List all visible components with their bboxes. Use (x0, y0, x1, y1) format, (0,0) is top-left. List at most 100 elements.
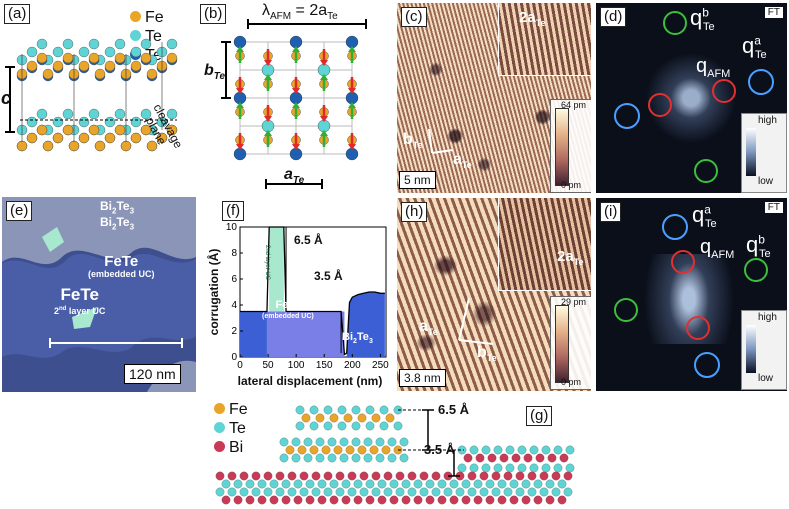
atom-g-11-4 (263, 487, 273, 497)
red-ring-i2 (686, 316, 710, 340)
atom-g-9-29 (563, 471, 573, 481)
atom-g-12-27 (545, 495, 555, 505)
atom-g-1-6 (385, 413, 395, 423)
atom-g-12-16 (413, 495, 423, 505)
atom-g-2-5 (365, 421, 375, 431)
panel-b-label: (b) (200, 4, 227, 24)
red-ring-d1 (648, 93, 672, 117)
atom-g-6-7 (541, 445, 551, 455)
ft-colorbar-d: high low (741, 113, 787, 193)
xtick-label-3: 150 (316, 360, 333, 371)
red-ring-d2 (712, 79, 736, 103)
atom-g-11-11 (347, 487, 357, 497)
atom-g-12-25 (521, 495, 531, 505)
atom-g-9-13 (371, 471, 381, 481)
atom-a-5-0-0 (16, 140, 28, 152)
crystal-structure-3d (5, 38, 178, 152)
b-axis-h: bTe (477, 344, 497, 364)
xtick-label-5: 250 (372, 360, 389, 371)
crystal-atoms (16, 38, 178, 152)
atom-g-8-3 (493, 463, 503, 473)
legend-g-bi: Bi (214, 438, 248, 457)
atom-g-6-5 (517, 445, 527, 455)
atom-g-10-16 (413, 479, 423, 489)
panel-g-label: (g) (526, 406, 553, 426)
atom-g-9-6 (287, 471, 297, 481)
legend-g-te: Te (214, 419, 248, 438)
inset-h (498, 198, 591, 291)
panel-d-label: (d) (600, 7, 627, 27)
q-afm-label-d: qAFM (696, 55, 731, 80)
panel-e-topography: (e) Bi2Te3 Bi2Te3 FeTe (embedded UC) FeT… (2, 197, 196, 392)
atom-g-6-0 (457, 445, 467, 455)
xtick-label-2: 100 (288, 360, 305, 371)
fill-fete-2nd (269, 227, 284, 312)
ylabel-f: corrugation (Å) (207, 248, 221, 336)
spin-head-0-0 (236, 46, 244, 52)
atom-g-11-28 (551, 487, 561, 497)
fill-bite-left (240, 311, 267, 357)
spin-head-2-4 (348, 102, 356, 108)
atom-a-2-2-1 (62, 52, 74, 64)
atom-g-8-2 (481, 463, 491, 473)
lattice-grid (233, 35, 359, 161)
spin-head-2-1 (264, 116, 272, 122)
atom-g-12-19 (449, 495, 459, 505)
atom-a-3-1-2 (78, 116, 90, 128)
atom-g-9-17 (419, 471, 429, 481)
atom-g-5-1 (291, 453, 301, 463)
atom-a-3-2-4 (140, 108, 152, 120)
b-axis-label: bTe (204, 62, 226, 83)
atom-g-6-3 (493, 445, 503, 455)
panel-c-stm: (c) 2aTe 64 pm 0 pm bTe aTe 5 nm (397, 3, 591, 193)
green-ring-d1 (663, 11, 687, 35)
atom-a-0-2-4 (140, 38, 152, 50)
atom-g-11-16 (407, 487, 417, 497)
atom-a-3-2-0 (36, 108, 48, 120)
atom-g-9-24 (503, 471, 513, 481)
atom-g-3-0 (279, 437, 289, 447)
atom-a-5-0-4 (120, 140, 132, 152)
step1-label-g: 6.5 Å (438, 402, 470, 417)
atom-g-4-0 (285, 445, 295, 455)
atom-g-3-10 (399, 437, 409, 447)
atom-g-4-6 (357, 445, 367, 455)
lambda-afm-label: λAFM = 2aTe (262, 2, 338, 23)
atom-a-2-2-4 (140, 52, 152, 64)
axes-arrows-c (428, 128, 454, 154)
atom-a-0-2-2 (88, 38, 100, 50)
atom-g-8-8 (553, 463, 563, 473)
atom-a-5-0-1 (42, 140, 54, 152)
atom-a-2-1-1 (52, 60, 64, 72)
atom-g-5-0 (279, 453, 289, 463)
atom-g-12-13 (377, 495, 387, 505)
xlabel-f: lateral displacement (nm) (237, 374, 383, 388)
atom-g-12-0 (221, 495, 231, 505)
atom-a-2-1-2 (78, 60, 90, 72)
atom-g-12-1 (233, 495, 243, 505)
a-axis-label: aTe (284, 166, 305, 187)
atom-g-9-21 (467, 471, 477, 481)
atom-g-5-3 (315, 453, 325, 463)
atom-g-8-7 (541, 463, 551, 473)
atom-a-3-1-3 (104, 116, 116, 128)
c-axis-label: c (1, 88, 12, 108)
atom-g-12-20 (461, 495, 471, 505)
atom-g-12-15 (401, 495, 411, 505)
atom-g-12-18 (437, 495, 447, 505)
atom-g-9-10 (335, 471, 345, 481)
atom-g-12-24 (509, 495, 519, 505)
atom-g-3-1 (291, 437, 301, 447)
atom-g-7-7 (547, 453, 557, 463)
spin-lattice (221, 19, 367, 189)
atom-g-9-11 (347, 471, 357, 481)
panel-h-stm: (h) 2aTe 29 pm 0 pm aTe bTe 3.8 nm (397, 198, 591, 391)
line-profile-marker (49, 338, 183, 348)
atom-g-0-5 (365, 405, 375, 415)
atom-a-0-1-3 (104, 46, 116, 58)
panel-e-label: (e) (6, 201, 33, 221)
atom-a-5-1-0 (26, 132, 38, 144)
atom-g-4-2 (309, 445, 319, 455)
atom-g-10-28 (557, 479, 567, 489)
